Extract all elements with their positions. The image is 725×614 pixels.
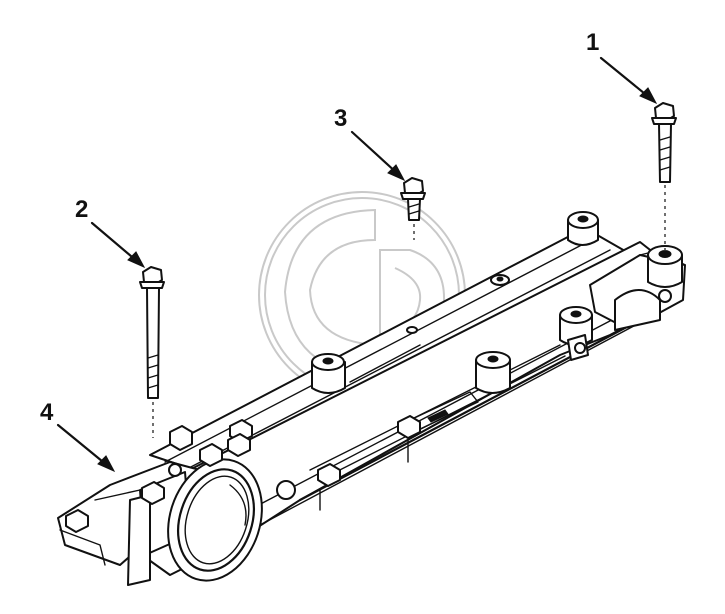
callout-1: 1 (586, 29, 599, 56)
callout-3: 3 (334, 105, 347, 132)
callout-2: 2 (75, 196, 88, 223)
mounting-bosses (65, 211, 683, 533)
leader-arrow-3 (350, 130, 406, 182)
boss-mid-right (559, 306, 593, 361)
bolt-2 (139, 266, 165, 438)
bolt-3 (400, 177, 426, 240)
leader-arrow-2 (90, 221, 146, 269)
boss-right-end (647, 245, 683, 303)
bolt-1 (651, 102, 677, 252)
boss-center (475, 351, 511, 394)
boss-small-top (406, 274, 510, 334)
leader-arrow-1 (599, 56, 658, 105)
boss-top-right (567, 211, 599, 246)
callout-4: 4 (40, 399, 54, 426)
boss-center-top (311, 353, 346, 394)
small-nuts (65, 415, 421, 533)
leader-arrow-4 (56, 423, 116, 473)
